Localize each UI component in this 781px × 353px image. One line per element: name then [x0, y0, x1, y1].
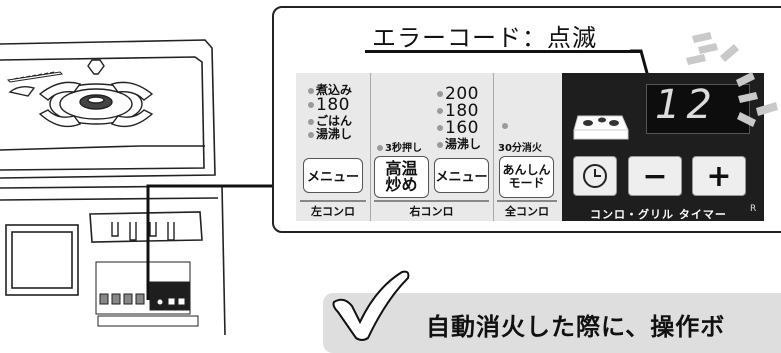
error-code-title: エラーコード：点滅: [372, 24, 597, 52]
notice-text: 自動消火した際に、操作ボ: [426, 313, 726, 341]
plus-button[interactable]: +: [692, 156, 746, 196]
clock-icon: [583, 164, 607, 188]
safe-mode-button[interactable]: あんしん モード: [499, 156, 554, 198]
hold-label: 3秒押し: [377, 144, 422, 154]
error-code-digits: 12: [655, 82, 718, 128]
zone-all-label: 全コンロ: [505, 205, 549, 218]
option-160: 160: [445, 118, 479, 138]
leader-line: [146, 184, 272, 300]
vent: [6, 71, 64, 83]
left-menu-button[interactable]: メニュー: [303, 158, 363, 193]
minus-button[interactable]: −: [628, 156, 682, 196]
cooktop: [0, 39, 216, 179]
option-boil: 湯沸し: [316, 127, 353, 141]
option-180-right: 180: [445, 101, 479, 121]
zone-bar: [300, 200, 366, 202]
divider: [493, 73, 494, 221]
high-heat-line2: 炒め: [385, 175, 418, 194]
r-mark: R: [750, 204, 757, 214]
stove-knobs: [111, 222, 175, 241]
option-boil-right: 湯沸し: [445, 137, 482, 151]
timer-button[interactable]: [573, 156, 617, 196]
zone-left-label: 左コンロ: [311, 205, 355, 218]
zone-bar: [374, 200, 489, 202]
check-mark-icon: [332, 270, 410, 341]
grill-timer-label: コンロ・グリル タイマー: [590, 208, 727, 221]
left-option-list: 煮込み 180 ごはん 湯沸し: [308, 84, 352, 140]
timer-off-label: 30分消火: [498, 143, 542, 154]
right-option-list: 200 180 160 湯沸し: [437, 86, 481, 150]
option-rice: ごはん: [316, 114, 353, 128]
blink-marks: [686, 32, 778, 127]
divider: [370, 73, 371, 221]
indicator-dot: [502, 123, 508, 129]
safe-mode-line2: モード: [508, 176, 545, 190]
stove-illustration: [0, 39, 272, 336]
right-menu-button[interactable]: メニュー: [434, 158, 489, 193]
option-200: 200: [445, 84, 479, 104]
option-180: 180: [316, 95, 350, 115]
mini-control-panel: [95, 261, 199, 327]
title-underline: [365, 50, 640, 53]
zone-bar: [497, 200, 557, 202]
grill-icon: [573, 115, 629, 140]
high-heat-line1: 高温: [385, 159, 418, 178]
safe-mode-line1: あんしん: [502, 162, 551, 177]
option-simmer: 煮込み: [316, 83, 353, 97]
high-heat-button[interactable]: 高温 炒め: [374, 156, 429, 198]
burner: [8, 59, 154, 128]
timer-display: [646, 84, 750, 134]
zone-right-label: 右コンロ: [409, 205, 454, 218]
hold-label-text: 3秒押し: [385, 143, 422, 154]
